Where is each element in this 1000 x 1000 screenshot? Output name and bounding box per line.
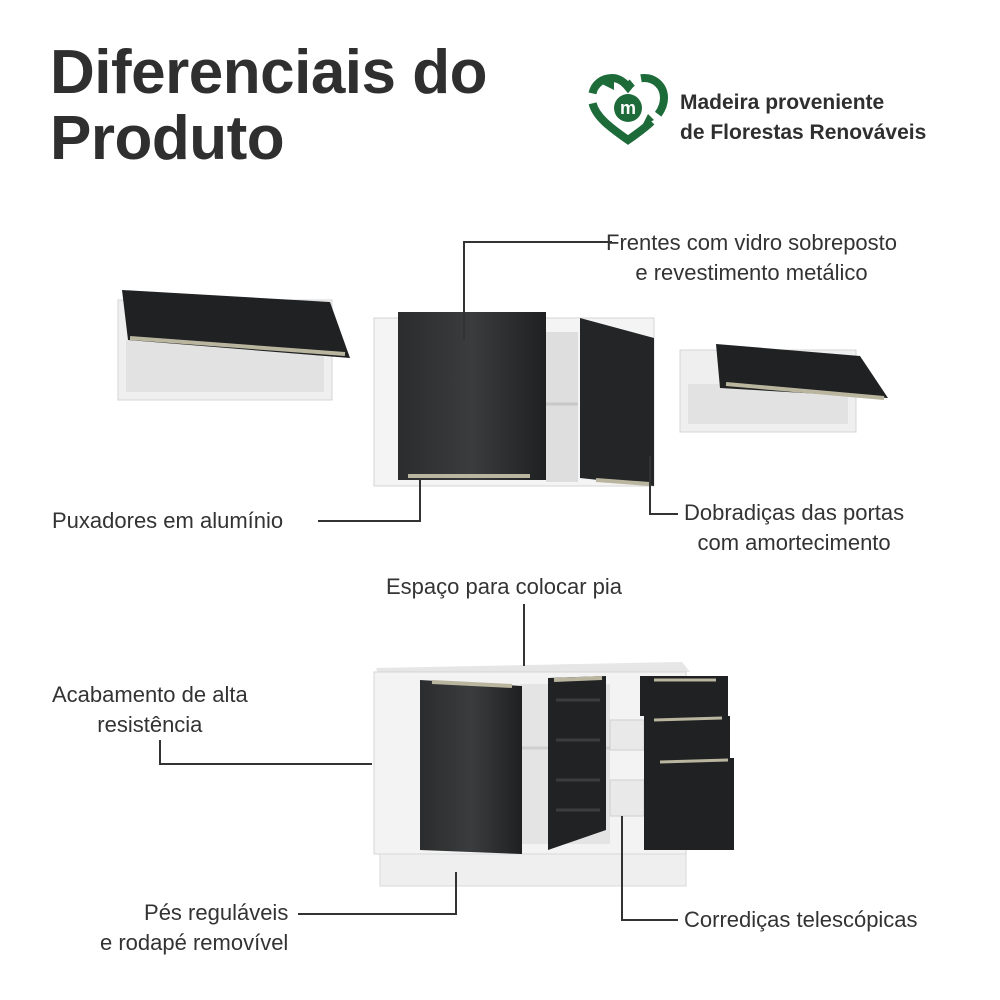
label-frentes: Frentes com vidro sobreposto e revestime… bbox=[606, 228, 897, 288]
label-acabamento-line2: resistência bbox=[97, 712, 203, 737]
base-cabinet bbox=[373, 662, 734, 887]
page-title: Diferenciais do Produto bbox=[50, 40, 487, 172]
leader-frentes bbox=[463, 241, 612, 340]
label-pes: Pés reguláveis e rodapé removível bbox=[100, 898, 288, 958]
label-corredicas: Corrediças telescópicas bbox=[684, 907, 918, 932]
label-frentes-line1: Frentes com vidro sobreposto bbox=[606, 230, 898, 255]
label-acabamento-line1: Acabamento de alta bbox=[52, 682, 248, 707]
badge-text: Madeira proveniente de Florestas Renováv… bbox=[680, 88, 926, 148]
page-title-line2: Produto bbox=[50, 104, 285, 173]
label-frentes-line2: e revestimento metálico bbox=[635, 260, 868, 285]
wall-cabinet-center bbox=[373, 312, 655, 487]
label-dobradicas: Dobradiças das portas com amortecimento bbox=[684, 498, 904, 558]
svg-text:m: m bbox=[620, 98, 636, 118]
label-acabamento: Acabamento de alta resistência bbox=[52, 680, 248, 740]
wall-cabinet-left bbox=[117, 290, 350, 401]
leader-puxadores bbox=[318, 480, 421, 522]
leader-corredicas bbox=[621, 816, 678, 921]
label-pes-line1: Pés reguláveis bbox=[144, 900, 289, 925]
leader-pes bbox=[298, 872, 457, 915]
sustainability-badge: m Madeira proveniente de Florestas Renov… bbox=[588, 74, 960, 145]
badge-line2: de Florestas Renováveis bbox=[680, 121, 927, 144]
wall-cabinet-right bbox=[679, 344, 888, 433]
badge-line1: Madeira proveniente bbox=[680, 91, 885, 114]
label-espaco: Espaço para colocar pia bbox=[386, 574, 623, 599]
leader-acabamento bbox=[159, 740, 372, 765]
recycle-heart-icon: m bbox=[588, 74, 668, 145]
label-puxadores: Puxadores em alumínio bbox=[52, 508, 284, 533]
label-dobradicas-line1: Dobradiças das portas bbox=[684, 500, 905, 525]
label-pes-line2: e rodapé removível bbox=[100, 930, 289, 955]
leader-dobradicas bbox=[649, 456, 678, 515]
label-dobradicas-line2: com amortecimento bbox=[697, 530, 891, 555]
leader-lines bbox=[159, 241, 678, 921]
page-title-line1: Diferenciais do bbox=[50, 38, 487, 107]
